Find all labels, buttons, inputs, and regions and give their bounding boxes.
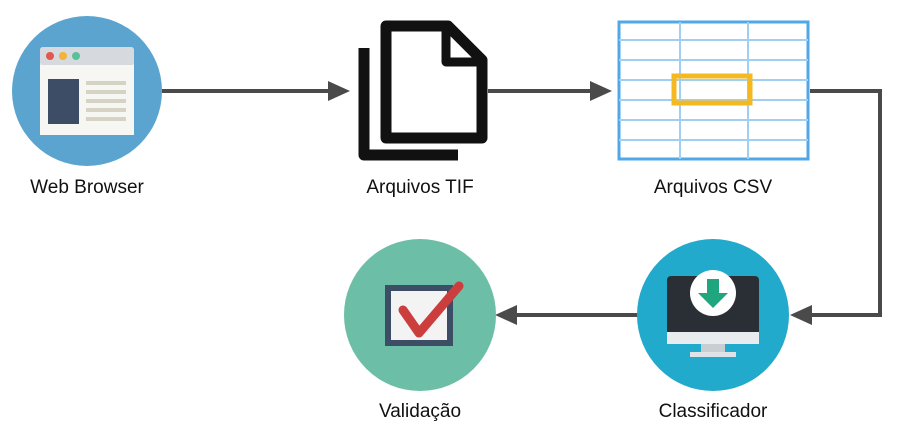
connectors [162,81,882,325]
checkbox-check-icon [344,239,496,391]
arrowhead-classificador [790,305,812,325]
label-arquivos-csv: Arquivos CSV [653,177,773,198]
arrow-csv-to-classificador [805,89,882,317]
label-classificador: Classificador [658,401,768,422]
arrowhead-validacao [495,305,517,325]
label-web-browser: Web Browser [30,177,144,198]
label-arquivos-tif: Arquivos TIF [366,177,474,198]
web-browser-icon [12,16,162,166]
arrowhead-tif [328,81,350,101]
label-validacao: Validação [378,401,462,422]
arrowhead-csv [590,81,612,101]
document-copy-icon [358,20,488,161]
monitor-download-icon [637,239,789,391]
spreadsheet-icon [617,20,810,161]
